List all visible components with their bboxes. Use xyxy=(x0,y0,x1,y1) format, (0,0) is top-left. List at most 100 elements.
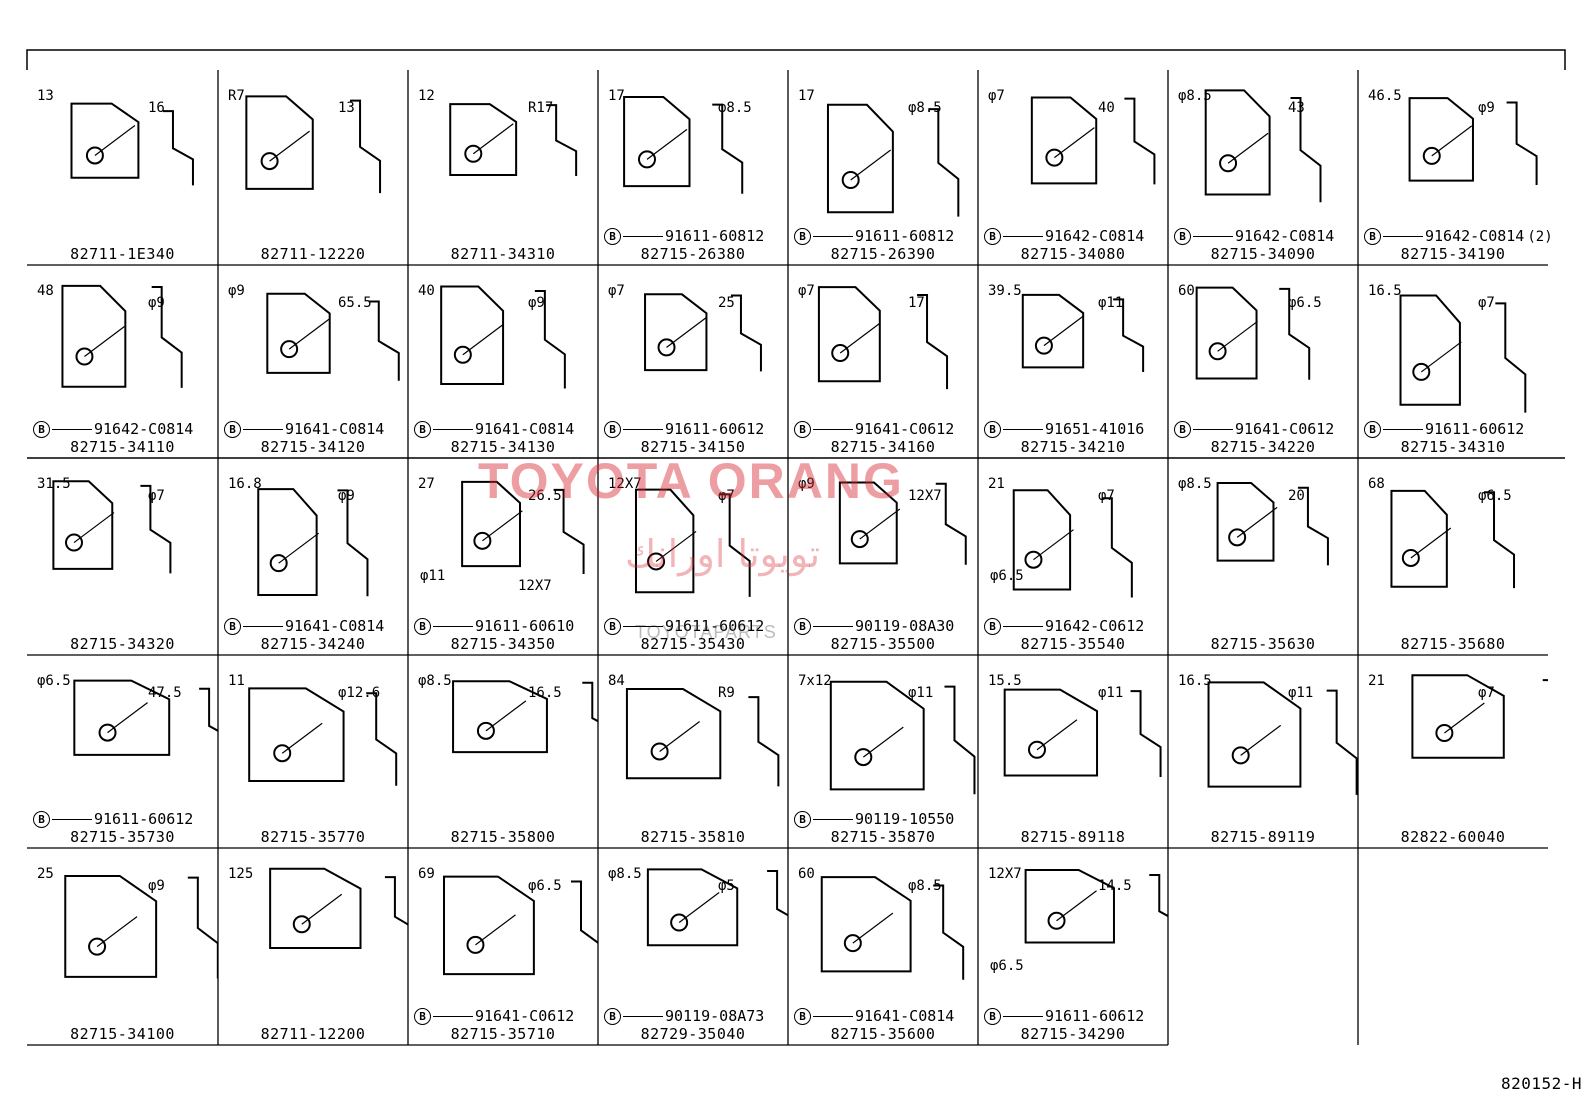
dimension-label: φ9 xyxy=(148,878,165,894)
part-illustration xyxy=(1408,97,1538,186)
part-number: 82715-35500 xyxy=(830,635,936,653)
part-number: 82715-35710 xyxy=(450,1025,556,1043)
part-illustration xyxy=(1411,674,1548,759)
bolt-part-number: 91642-C0814 xyxy=(94,420,194,438)
bolt-part-number: 91611-60612 xyxy=(665,420,765,438)
part-number: 82715-89119 xyxy=(1210,828,1316,846)
dimension-label: φ6.5 xyxy=(528,878,562,894)
part-number: 82711-12220 xyxy=(260,245,366,263)
dimension-label: φ11 xyxy=(420,568,446,584)
dimension-label: φ9 xyxy=(798,476,815,492)
part-illustration xyxy=(838,481,967,565)
part-number: 82715-26390 xyxy=(830,245,936,263)
bolt-symbol-icon: B xyxy=(984,618,1001,635)
part-illustration xyxy=(625,688,780,787)
bolt-symbol-icon: B xyxy=(604,228,621,245)
part-number: 82715-34130 xyxy=(450,438,556,456)
part-illustration xyxy=(266,292,400,381)
part-drawing xyxy=(1012,489,1133,598)
bolt-part-number: 90119-10550 xyxy=(855,810,955,828)
bolt-symbol-icon: B xyxy=(604,1008,621,1025)
part-drawing xyxy=(623,95,744,194)
part-number: 82715-35630 xyxy=(1210,635,1316,653)
part-illustration xyxy=(52,480,172,574)
part-drawing xyxy=(52,480,172,574)
part-number: 82711-34310 xyxy=(450,245,556,263)
dimension-label: φ7 xyxy=(1478,295,1495,311)
leader-line xyxy=(623,1016,663,1017)
part-number: 82715-34160 xyxy=(830,438,936,456)
watermark-latin: TOYOTA ORANG xyxy=(478,453,904,509)
part-drawing xyxy=(70,102,194,186)
watermark-arabic: تويوتا اورانك xyxy=(625,532,821,576)
part-drawing xyxy=(452,680,598,754)
part-number: 82715-34120 xyxy=(260,438,366,456)
dimension-label: φ12.6 xyxy=(338,685,381,701)
dimension-label: φ5 xyxy=(718,878,735,894)
part-illustration xyxy=(634,488,751,597)
part-illustration xyxy=(257,488,369,597)
part-drawing xyxy=(248,687,398,786)
bolt-part-number: 91611-60612 xyxy=(1425,420,1525,438)
dimension-label: φ9 xyxy=(148,295,165,311)
bolt-part-number: 91641-C0612 xyxy=(855,420,955,438)
dimension-label: 68 xyxy=(1368,476,1385,492)
dimension-label: 21 xyxy=(1368,673,1385,689)
leader-line xyxy=(623,236,663,237)
part-illustration xyxy=(61,284,183,388)
bolt-part-number: 91642-C0814 xyxy=(1235,227,1335,245)
part-number: 82822-60040 xyxy=(1400,828,1506,846)
bolt-part-number: 91642-C0814 xyxy=(1045,227,1145,245)
dimension-label: 12 xyxy=(418,88,435,104)
part-drawing xyxy=(443,875,598,976)
dimension-label: φ6.5 xyxy=(990,958,1024,974)
bolt-part-number: 91641-C0612 xyxy=(1235,420,1335,438)
dimension-label: 16 xyxy=(148,100,165,116)
dimension-label: R17 xyxy=(528,100,554,116)
dimension-label: φ6.5 xyxy=(990,568,1024,584)
bolt-symbol-icon: B xyxy=(984,421,1001,438)
leader-line xyxy=(623,626,663,627)
part-number: 82711-1E340 xyxy=(70,245,175,263)
bolt-part-number: 91611-60610 xyxy=(475,617,575,635)
part-illustration xyxy=(826,103,960,217)
part-number: 82715-34150 xyxy=(640,438,746,456)
dimension-label: φ7 xyxy=(608,283,625,299)
bolt-part-number: 91611-60612 xyxy=(94,810,194,828)
bolt-symbol-icon: B xyxy=(414,618,431,635)
dimension-label: 16.5 xyxy=(1368,283,1402,299)
leader-line xyxy=(813,429,853,430)
dimension-label: 69 xyxy=(418,866,435,882)
part-illustration xyxy=(461,480,585,575)
bolt-symbol-icon: B xyxy=(1174,421,1191,438)
dimension-label: 60 xyxy=(798,866,815,882)
dimension-label: 40 xyxy=(1098,100,1115,116)
dimension-label: φ6.5 xyxy=(37,673,71,689)
dimension-label: φ9 xyxy=(528,295,545,311)
dimension-label: φ8.5 xyxy=(908,878,942,894)
leader-line xyxy=(1193,429,1233,430)
dimension-label: φ7 xyxy=(1098,488,1115,504)
dimension-label: 16.8 xyxy=(228,476,262,492)
part-drawing xyxy=(1411,674,1548,759)
part-number: 82715-34100 xyxy=(70,1025,175,1043)
bolt-part-number: 91642-C0814 xyxy=(1425,227,1525,245)
leader-line xyxy=(1193,236,1233,237)
dimension-label: 16.5 xyxy=(1178,673,1212,689)
part-drawing xyxy=(1216,482,1329,566)
part-number: 82715-34320 xyxy=(70,635,175,653)
